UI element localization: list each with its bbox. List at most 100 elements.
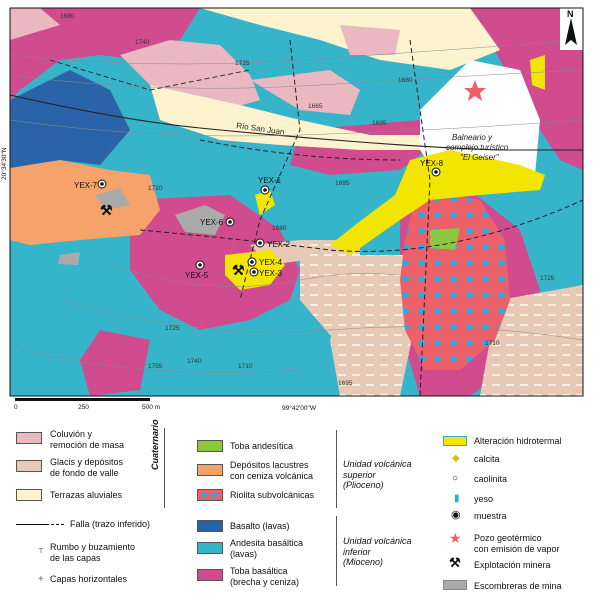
fault-inferred-4 xyxy=(139,199,584,252)
svg-text:1755: 1755 xyxy=(148,363,163,370)
calcita-icon: ◆ xyxy=(452,453,460,464)
svg-text:YEX-4: YEX-4 xyxy=(259,258,283,267)
legend-unidad-inferior: Unidad volcánica inferior (Mioceno) xyxy=(343,536,412,567)
svg-text:N: N xyxy=(567,9,574,19)
svg-text:1695: 1695 xyxy=(372,120,387,127)
legend-swatch-lacustre xyxy=(197,464,223,476)
legend-swatch-toba-andesitica xyxy=(197,440,223,452)
unit-toba-basaltica-sw xyxy=(80,330,150,396)
svg-text:YEX-5: YEX-5 xyxy=(185,271,209,280)
svg-text:0: 0 xyxy=(14,404,18,411)
legend-caolinita: caolinita xyxy=(474,474,508,484)
legend-swatch-riolita xyxy=(197,489,223,501)
north-arrow: N xyxy=(560,8,583,50)
svg-text:1680: 1680 xyxy=(272,225,287,232)
unit-toba-basaltica-south xyxy=(130,195,300,330)
legend-swatch-alteracion xyxy=(443,436,467,446)
legend-andesita: Andesita basáltica (lavas) xyxy=(230,538,304,559)
unit-lacustre xyxy=(10,160,160,245)
svg-text:1710: 1710 xyxy=(485,340,500,347)
contour-labels: 1680 1740 1725 1665 1695 1680 1710 1695 … xyxy=(60,13,555,387)
legend-swatch-escombreras xyxy=(443,580,467,590)
svg-text:250: 250 xyxy=(78,404,89,411)
legend-swatch-terrazas xyxy=(16,489,42,501)
unit-coluvion-center xyxy=(250,70,360,115)
legend-terrazas: Terrazas aluviales xyxy=(50,490,123,500)
svg-text:YEX-2: YEX-2 xyxy=(267,240,291,249)
legend-pozo: Pozo geotérmico con emisión de vapor xyxy=(474,533,560,554)
legend-basalto: Basalto (lavas) xyxy=(230,521,290,531)
svg-text:YEX-7: YEX-7 xyxy=(74,181,98,190)
legend-swatch-andesita xyxy=(197,542,223,554)
legend-coluvion: Coluvión y remoción de masa xyxy=(50,429,125,450)
legend-yeso: yeso xyxy=(474,494,494,504)
legend-swatch-glacis xyxy=(16,460,42,472)
legend-horizontales-icon: + xyxy=(38,574,44,585)
legend: Coluvión y remoción de masa Glacis y dep… xyxy=(0,419,595,599)
latitude-label: 20°34'30"N xyxy=(0,147,8,180)
unit-alteracion-small xyxy=(255,190,275,215)
sample-yex3: YEX-3 xyxy=(249,267,283,278)
unit-alteracion-east xyxy=(330,150,545,255)
legend-cuaternario: Cuaternario xyxy=(150,419,160,470)
svg-text:Balneario y: Balneario y xyxy=(452,133,493,142)
svg-text:1710: 1710 xyxy=(238,363,253,370)
contours xyxy=(9,39,584,373)
legend-muestra: muestra xyxy=(474,511,507,521)
unit-coluvion-north xyxy=(120,40,260,110)
legend-swatch-basalto xyxy=(197,520,223,532)
explotacion-minera-icons: ⚒ ⚒ xyxy=(100,202,245,278)
legend-escombreras: Escombreras de mina xyxy=(474,581,562,591)
svg-text:YEX-8: YEX-8 xyxy=(420,159,444,168)
svg-text:1725: 1725 xyxy=(165,325,180,332)
caolinita-icon: ○ xyxy=(452,473,459,484)
legend-explotacion: Explotación minera xyxy=(474,560,551,570)
explotacion-icon: ⚒ xyxy=(449,555,461,570)
legend-falla: Falla (trazo inferido) xyxy=(70,519,151,529)
legend-toba-andesitica: Toba andesítica xyxy=(230,441,294,451)
legend-calcita: calcita xyxy=(474,454,500,464)
unit-escombrera-2 xyxy=(95,188,130,210)
svg-text:1680: 1680 xyxy=(398,77,413,84)
svg-text:1710: 1710 xyxy=(148,185,163,192)
svg-text:complejo turístico: complejo turístico xyxy=(446,143,509,152)
svg-text:⚒: ⚒ xyxy=(100,202,113,218)
unit-coluvion-nw xyxy=(10,8,60,40)
legend-falla-line xyxy=(16,524,46,525)
legend-glacis: Glacis y depósitos de fondo de valle xyxy=(50,457,124,478)
svg-text:YEX-6: YEX-6 xyxy=(200,218,224,227)
legend-lacustre: Depósitos lacustres con ceniza volcánica xyxy=(230,460,314,481)
svg-text:1695: 1695 xyxy=(338,380,353,387)
unit-escombrera-1 xyxy=(175,205,225,235)
svg-text:1725: 1725 xyxy=(235,60,250,67)
yeso-icon: ▮ xyxy=(454,493,460,504)
legend-riolita: Riolita subvolcánicas xyxy=(230,490,315,500)
sample-yex8: YEX-8 xyxy=(420,159,444,177)
legend-swatch-coluvion xyxy=(16,432,42,444)
sample-yex5: YEX-5 xyxy=(185,260,209,280)
unit-toba-basaltica-nw xyxy=(10,8,200,100)
sample-yex1: YEX-1 xyxy=(258,176,282,195)
pozo-geotermico-icon xyxy=(464,80,486,101)
fault-inferred-1 xyxy=(199,139,401,161)
fault-inferred-2 xyxy=(239,39,301,301)
svg-text:1740: 1740 xyxy=(187,358,202,365)
svg-text:YEX-1: YEX-1 xyxy=(258,176,282,185)
svg-text:YEX-3: YEX-3 xyxy=(259,269,283,278)
unit-coluvion-ne xyxy=(340,25,400,55)
legend-rumbo: Rumbo y buzamiento de las capas xyxy=(50,542,136,563)
unit-terrazas-river xyxy=(150,85,450,150)
svg-text:500 m: 500 m xyxy=(142,404,160,411)
sample-markers: YEX-7 YEX-1 YEX-6 YEX-2 YEX-4 YEX-3 YEX-… xyxy=(74,159,444,280)
sample-yex4: YEX-4 xyxy=(247,257,283,267)
muestra-icon: ◉ xyxy=(451,509,461,521)
longitude-label: 99°42'00"W xyxy=(282,404,317,412)
scale-bar: 0 250 500 m xyxy=(14,398,160,411)
svg-text:1725: 1725 xyxy=(540,275,555,282)
svg-text:1740: 1740 xyxy=(135,39,150,46)
sample-yex7: YEX-7 xyxy=(74,179,107,190)
legend-horizontales: Capas horizontales xyxy=(50,574,128,584)
unit-basalto xyxy=(10,70,130,170)
sample-yex6: YEX-6 xyxy=(200,217,235,227)
svg-text:1680: 1680 xyxy=(60,13,75,20)
